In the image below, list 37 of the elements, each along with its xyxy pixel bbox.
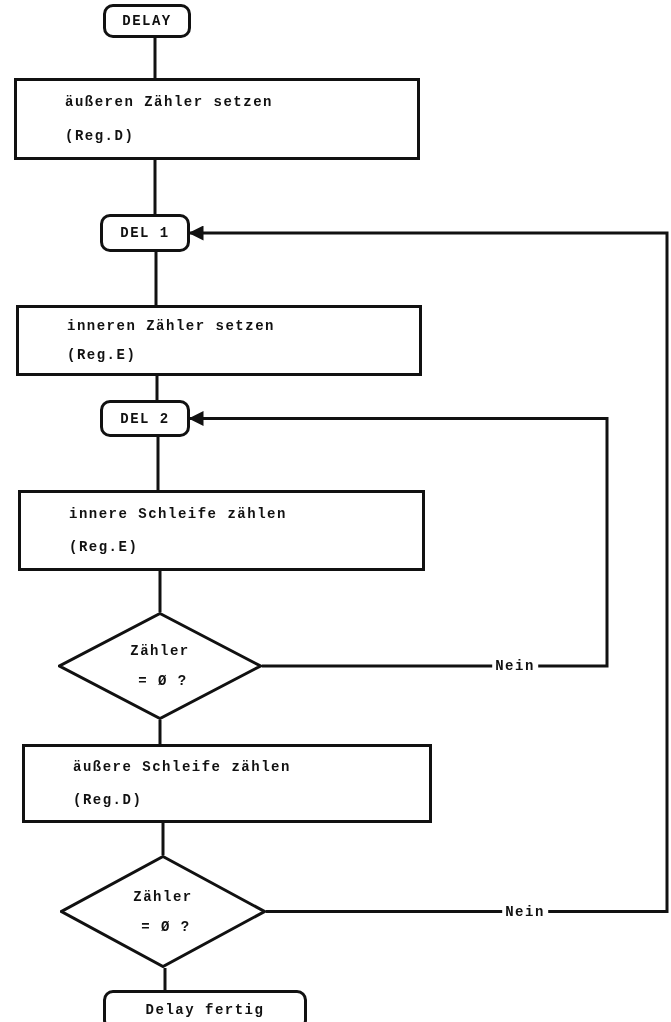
terminal-label: Delay fertig [145, 1002, 265, 1018]
decision-text: Zähler [133, 888, 193, 905]
connector-line [153, 160, 157, 214]
connector-line [188, 411, 609, 668]
process-box [22, 744, 432, 823]
process-text: innere Schleife zählen [69, 505, 288, 522]
connector-line [163, 968, 167, 990]
process-box [16, 305, 422, 376]
connector-line [156, 437, 160, 490]
process-text: (Reg.D) [73, 791, 144, 808]
connector-line [158, 720, 162, 744]
terminal-box [103, 990, 307, 1022]
terminal-box [100, 214, 190, 252]
connector-line [161, 823, 165, 855]
process-text: (Reg.D) [65, 128, 136, 144]
terminal-label: DEL 1 [120, 225, 170, 241]
decision-text: Zähler [130, 643, 190, 659]
terminal-label: DEL 2 [120, 410, 170, 427]
decision-text: = Ø ? [141, 918, 191, 935]
decision-diamond [58, 612, 262, 720]
process-text: äußere Schleife zählen [73, 759, 292, 776]
decision-text: = Ø ? [138, 673, 188, 689]
decision-diamond [60, 855, 266, 968]
process-text: inneren Zähler setzen [67, 318, 276, 335]
connector-line [188, 225, 669, 913]
terminal-box [103, 4, 191, 38]
process-text: äußeren Zähler setzen [65, 94, 274, 110]
connector-line [154, 252, 158, 305]
process-text: (Reg.E) [69, 539, 140, 556]
connector-line [153, 38, 157, 78]
terminal-box [100, 400, 190, 437]
process-box [18, 490, 425, 571]
connector-line [158, 571, 162, 612]
connector-line [155, 376, 159, 400]
process-text: (Reg.E) [67, 346, 138, 363]
terminal-label: DELAY [122, 13, 172, 29]
process-box [14, 78, 420, 160]
